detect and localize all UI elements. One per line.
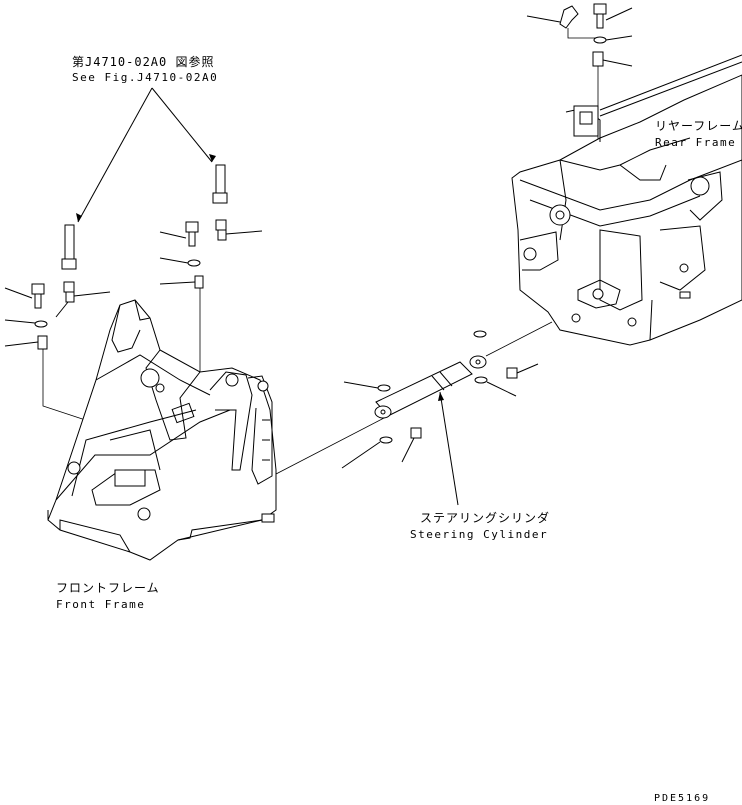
steering-cylinder-label-jp: ステアリングシリンダ [420, 510, 550, 525]
rear-frame [511, 54, 742, 346]
reference-label-en: See Fig.J4710-02A0 [72, 71, 218, 84]
hose-fitting-long-right [212, 164, 228, 204]
steering-cylinder-label-en: Steering Cylinder [410, 528, 548, 541]
grease-nipple-upper [215, 219, 263, 241]
reference-label-jp: 第J4710-02A0 図参照 [72, 54, 214, 69]
bolt-top [593, 3, 633, 29]
reference-leader-lines [76, 87, 216, 223]
cylinder-hardware [341, 330, 539, 469]
washer-left [4, 319, 48, 328]
rear-frame-label-en: Rear Frame [655, 136, 736, 149]
front-frame-label-jp: フロントフレーム [56, 581, 160, 595]
rear-frame-label-jp: リヤーフレーム [655, 119, 742, 133]
washer-upper [159, 257, 201, 267]
drawing-code: PDE5169 [654, 793, 710, 804]
washer-top [593, 35, 633, 44]
front-frame-label-en: Front Frame [56, 598, 145, 611]
steering-cylinder [275, 321, 553, 475]
bolt-upper [159, 221, 199, 247]
elbow-fitting-top [526, 5, 598, 39]
bolt-left [4, 283, 45, 309]
front-frame [47, 299, 277, 561]
grease-nipple-left [55, 281, 111, 318]
hose-fitting-long-left [61, 224, 77, 270]
steering-cylinder-leader [439, 391, 459, 506]
